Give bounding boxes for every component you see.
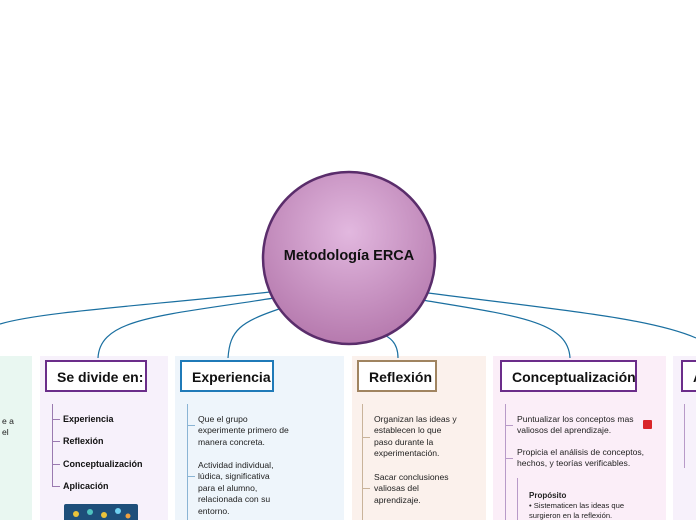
experiencia-text-2: Actividad individual, lúdica, significat…	[198, 460, 274, 516]
link-conceptualizacion	[421, 299, 571, 359]
experiencia-title: Experiencia	[192, 369, 271, 385]
reflexion-title: Reflexión	[369, 369, 433, 385]
link-experiencia	[227, 307, 283, 359]
left-partial-text-2: el	[2, 427, 9, 437]
experiencia-branch-line	[187, 404, 188, 520]
left-partial-panel	[0, 356, 32, 520]
se-divide-node[interactable]: Se divide en:	[45, 360, 151, 396]
link-left-partial	[0, 291, 271, 325]
aplicacion-branch-line	[684, 404, 685, 468]
aplicacion-node[interactable]: A	[681, 360, 696, 396]
tick	[362, 488, 370, 489]
link-aplicacion	[427, 292, 696, 339]
conceptualizacion-branch-line	[505, 404, 506, 520]
reflexion-text-2: Sacar conclusiones valiosas del aprendiz…	[374, 472, 449, 505]
tick	[187, 476, 195, 477]
list-item-aplicacion[interactable]: Aplicación	[63, 481, 109, 491]
link-se-divide	[97, 297, 275, 359]
tick	[52, 464, 60, 465]
central-node-label[interactable]: Metodología ERCA	[283, 248, 415, 264]
tick	[505, 425, 513, 426]
left-partial-text-1: e a	[2, 416, 14, 426]
reflexion-node[interactable]: Reflexión	[357, 360, 441, 396]
tick	[505, 458, 513, 459]
tick	[52, 486, 60, 487]
proposito-text: • Sistematicen las ideas que surgieron e…	[529, 501, 625, 520]
tick	[187, 425, 195, 426]
se-divide-branch-line	[52, 404, 53, 486]
reflexion-text-1: Organizan las ideas y establecen lo que …	[374, 414, 457, 459]
proposito-title: Propósito	[529, 491, 567, 500]
attachment-icon[interactable]	[643, 420, 652, 429]
tick	[362, 437, 370, 438]
tick	[52, 441, 60, 442]
central-node-circle	[261, 170, 437, 346]
conceptualizacion-node[interactable]: Conceptualización	[500, 360, 641, 396]
aplicacion-title: A	[693, 369, 696, 385]
list-item-conceptualizacion[interactable]: Conceptualización	[63, 459, 143, 469]
list-item-experiencia[interactable]: Experiencia	[63, 414, 114, 424]
list-item-reflexion[interactable]: Reflexión	[63, 436, 104, 446]
se-divide-title: Se divide en:	[57, 369, 144, 385]
experiencia-node[interactable]: Experiencia	[180, 360, 278, 396]
conceptualizacion-sub-line	[517, 478, 518, 520]
tick	[52, 419, 60, 420]
conceptualizacion-title: Conceptualización	[512, 369, 636, 385]
conceptualizacion-text-1: Puntualizar los conceptos mas valiosos d…	[517, 414, 634, 436]
image-thumbnail[interactable]	[64, 504, 138, 520]
conceptualizacion-text-2: Propicia el análisis de conceptos, hecho…	[517, 447, 645, 469]
experiencia-text-1: Que el grupo experimente primero de mane…	[198, 414, 289, 447]
reflexion-branch-line	[362, 404, 363, 520]
